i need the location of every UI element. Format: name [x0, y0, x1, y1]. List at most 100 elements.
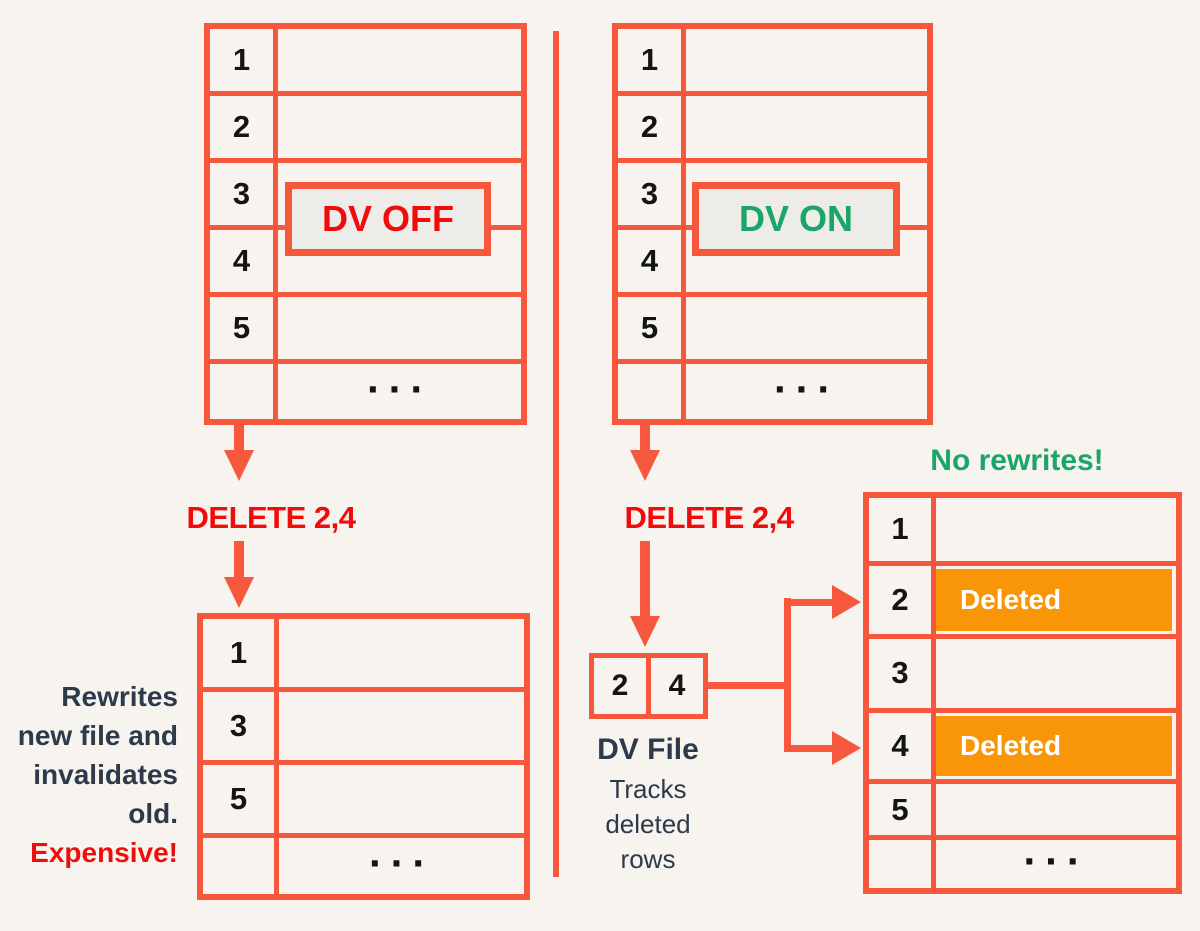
table-row: 1: [210, 29, 521, 96]
dv-file-box: 2 4: [589, 653, 708, 719]
dv-off-badge: DV OFF: [285, 182, 491, 256]
delete-statement-label: DELETE 2,4: [624, 500, 795, 535]
panel-divider-line: [553, 31, 559, 877]
table-row-ellipsis: ...: [203, 829, 524, 894]
rewrite-note: Rewrites new file and invalidates old. E…: [8, 677, 178, 872]
table-row: 2: [210, 96, 521, 163]
table-row: 3: [869, 639, 1176, 713]
row-number: 2: [869, 565, 936, 635]
dv-file-entry: 4: [668, 669, 686, 702]
table-row: 5: [203, 765, 524, 838]
deleted-highlight: Deleted: [936, 568, 1172, 632]
deleted-highlight: Deleted: [936, 715, 1172, 777]
table-row-ellipsis: ...: [618, 354, 927, 419]
connector-horizontal-line: [708, 682, 791, 689]
row-number: 5: [869, 784, 936, 835]
row-content: [686, 96, 927, 158]
down-arrow-shaft: [234, 424, 244, 451]
row-content: Deleted: [936, 713, 1176, 780]
table-row: 1: [203, 619, 524, 692]
row-number: 4: [869, 712, 936, 780]
row-number: [203, 838, 279, 894]
row-number: 3: [210, 163, 278, 225]
table-row: 1: [618, 29, 927, 96]
row-number: [210, 364, 278, 419]
row-number: 4: [618, 230, 686, 292]
dv-file-title: DV File: [597, 733, 699, 766]
table-row: 2: [618, 96, 927, 163]
row-number: 1: [869, 498, 936, 561]
row-number: 1: [203, 619, 279, 687]
ellipsis-dots: ...: [366, 354, 432, 402]
down-arrow-shaft: [640, 541, 650, 616]
row-number: 3: [203, 692, 279, 760]
row-content: ...: [936, 827, 1176, 888]
down-arrow-shaft: [234, 541, 244, 579]
dv-off-rewritten-table: 1 3 5 ...: [197, 613, 530, 900]
down-arrow-head: [630, 450, 660, 481]
row-number: 5: [203, 765, 279, 833]
row-content: [936, 498, 1176, 561]
ellipsis-dots: ...: [773, 354, 839, 402]
row-content: [686, 297, 927, 359]
table-row-ellipsis: ...: [869, 827, 1176, 888]
row-content: Deleted: [936, 566, 1176, 635]
row-number: 1: [618, 29, 686, 91]
row-content: [279, 619, 524, 687]
table-row: 5: [869, 784, 1176, 840]
row-number: 3: [869, 639, 936, 708]
connector-vertical-line: [784, 598, 791, 752]
down-arrow-shaft: [640, 424, 650, 451]
row-number: 5: [210, 297, 278, 359]
dv-file-subtitle-line: rows: [620, 844, 676, 874]
expensive-warning: Expensive!: [30, 837, 178, 868]
delete-statement-label: DELETE 2,4: [186, 500, 357, 535]
row-content: ...: [686, 354, 927, 419]
right-arrow-shaft: [789, 745, 833, 752]
row-number: 5: [618, 297, 686, 359]
table-row: 5: [618, 297, 927, 364]
dv-file-subtitle-line: Tracks: [609, 774, 687, 804]
note-line: Rewrites: [61, 681, 178, 712]
row-number: 2: [210, 96, 278, 158]
table-row-deleted: 2 Deleted: [869, 565, 1176, 640]
right-arrow-shaft: [789, 599, 833, 606]
dv-file-subtitle: Tracks deleted rows: [573, 772, 723, 877]
row-content: [279, 765, 524, 833]
row-number: 4: [210, 230, 278, 292]
right-arrow-head: [832, 585, 861, 619]
down-arrow-head: [224, 450, 254, 481]
table-row: 4: [618, 230, 927, 297]
row-number: [618, 364, 686, 419]
row-number: 3: [618, 163, 686, 225]
down-arrow-head: [630, 616, 660, 647]
table-row-ellipsis: ...: [210, 354, 521, 419]
table-row-deleted: 4 Deleted: [869, 712, 1176, 785]
row-number: 1: [210, 29, 278, 91]
ellipsis-dots: ...: [1023, 826, 1089, 874]
table-row: 3: [203, 692, 524, 765]
row-content: ...: [278, 354, 521, 419]
dv-file-subtitle-line: deleted: [605, 809, 691, 839]
row-content: [279, 692, 524, 760]
row-content: [278, 96, 521, 158]
dv-on-data-table: 1 2 Deleted 3 4 Deleted 5 ...: [863, 492, 1182, 894]
note-line: new file and: [17, 720, 178, 751]
right-arrow-head: [832, 731, 861, 765]
down-arrow-head: [224, 577, 254, 608]
table-row: 4: [210, 230, 521, 297]
row-content: [278, 297, 521, 359]
dv-file-entry: 2: [594, 658, 651, 714]
table-row: 5: [210, 297, 521, 364]
row-number: 2: [618, 96, 686, 158]
row-content: [936, 639, 1176, 708]
row-content: [278, 29, 521, 91]
row-content: [686, 29, 927, 91]
table-row: 1: [869, 498, 1176, 566]
no-rewrites-label: No rewrites!: [930, 444, 1104, 477]
dv-on-badge: DV ON: [692, 182, 900, 256]
note-line: invalidates: [33, 759, 178, 790]
row-number: [869, 840, 936, 888]
note-line: old.: [128, 798, 178, 829]
row-content: ...: [279, 829, 524, 894]
